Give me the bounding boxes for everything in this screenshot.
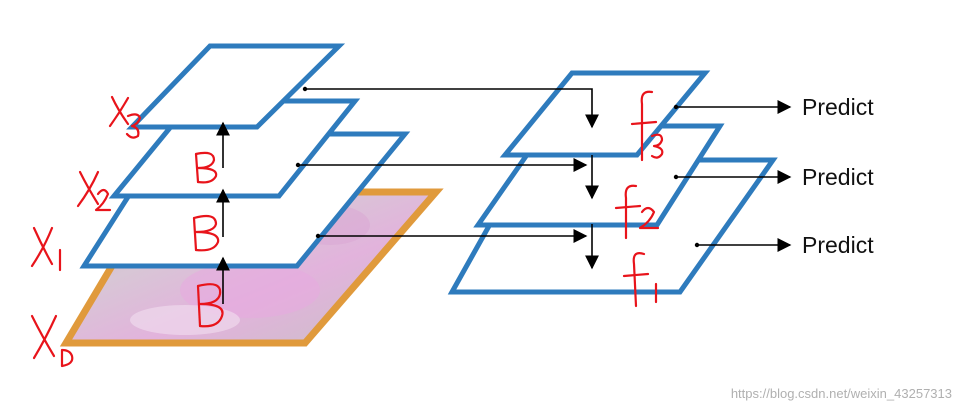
handwritten-x3 [108,95,142,139]
predict-label-f1: Predict [802,232,874,258]
predict-label-f2: Predict [802,164,874,190]
top-down-pyramid [447,70,778,295]
lateral-x3-f3 [305,88,599,129]
handwritten-x2 [76,170,112,212]
handwritten-b-top [194,151,218,184]
handwritten-b-middle [192,214,220,252]
handwritten-f2 [614,184,660,240]
layer-x3 [126,43,346,130]
handwritten-b-bottom [196,283,224,328]
handwritten-f1 [622,252,658,308]
lateral-connections [295,86,599,243]
layer-f3 [499,70,711,158]
handwritten-x1 [30,226,62,272]
predict-label-f3: Predict [802,94,874,120]
watermark-text: https://blog.csdn.net/weixin_43257313 [731,386,952,401]
predict-outputs: Predict Predict Predict [673,94,874,258]
bottom-up-pyramid [59,43,444,347]
handwritten-annotations [30,90,664,368]
handwritten-x0 [30,314,74,368]
handwritten-f3 [630,90,664,162]
